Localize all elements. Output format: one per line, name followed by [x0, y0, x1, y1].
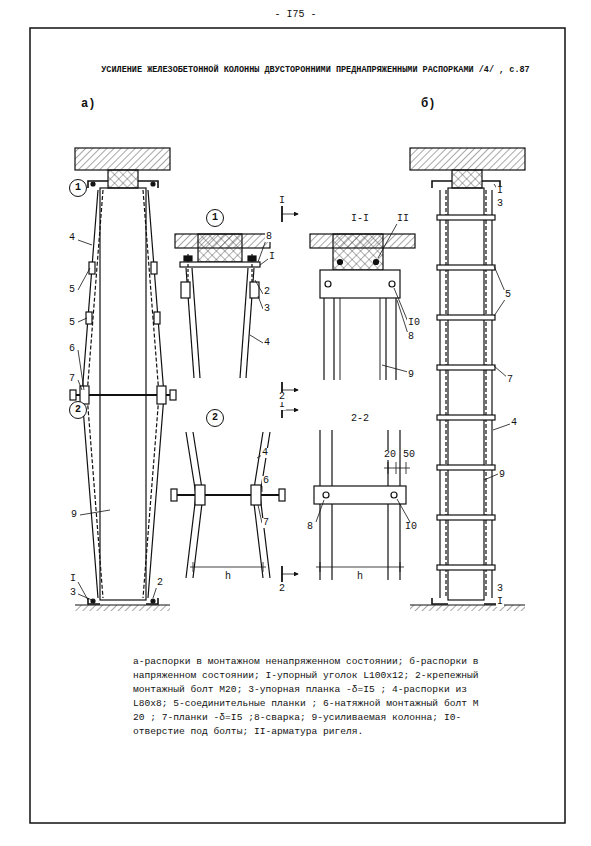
detail-1: [175, 206, 298, 398]
callout-number: 6: [262, 476, 270, 486]
callout-circle: 1: [69, 179, 87, 197]
callout-number: 1: [75, 183, 81, 193]
callout-number: 3: [263, 304, 271, 314]
view-a: [70, 148, 176, 611]
callout-number: 2: [212, 413, 218, 423]
callout-number: I-I: [350, 214, 370, 224]
callout-number: 2: [75, 405, 81, 415]
batten-plate: [437, 415, 495, 420]
callout-number: 3: [496, 584, 504, 594]
callout-number: 5: [68, 318, 76, 328]
callout-number: 8: [306, 522, 314, 532]
batten-plate: [437, 515, 495, 520]
page-number: - I75 -: [273, 10, 317, 20]
callout-number: I: [496, 186, 504, 196]
callout-number: 3: [496, 199, 504, 209]
callout-circle: 2: [206, 409, 224, 427]
callout-number: 5: [504, 290, 512, 300]
callout-number: 2: [263, 287, 271, 297]
callout-number: I: [496, 597, 504, 607]
callout-number: 2: [278, 392, 286, 402]
section-1-1: [310, 222, 415, 380]
callout-number: 3: [69, 588, 77, 598]
batten-plate: [437, 365, 495, 370]
callout-number: I0: [407, 318, 421, 328]
callout-number: 50: [402, 450, 416, 460]
callout-number: 8: [265, 232, 273, 242]
page-frame: [30, 28, 565, 823]
callout-number: II: [396, 214, 410, 224]
callout-number: 9: [407, 370, 415, 380]
callout-circle: 2: [69, 401, 87, 419]
callout-number: 1: [212, 213, 218, 223]
callout-number: 4: [68, 233, 76, 243]
title: УСИЛЕНИЕ ЖЕЛЕЗОБЕТОННОЙ КОЛОННЫ ДВУСТОРО…: [101, 66, 529, 75]
callout-number: I: [268, 252, 276, 262]
callout-number: 4: [261, 448, 269, 458]
callout-number: 7: [262, 518, 270, 528]
view-b: [410, 148, 525, 611]
callout-number: 9: [70, 510, 78, 520]
callout-number: I: [278, 196, 286, 206]
batten-plate: [437, 215, 495, 220]
callout-number: 5: [68, 285, 76, 295]
section-2-2: [314, 430, 410, 580]
detail-2: [171, 402, 298, 582]
callout-number: I0: [404, 522, 418, 532]
callout-number: 2: [278, 584, 286, 594]
batten-plate: [437, 265, 495, 270]
callout-number: а): [80, 98, 96, 110]
callout-number: 20: [383, 450, 397, 460]
callout-number: 8: [407, 332, 415, 342]
callout-number: 4: [510, 418, 518, 428]
callout-number: 4: [263, 338, 271, 348]
batten-plate: [437, 565, 495, 570]
callout-number: 9: [498, 470, 506, 480]
callout-number: 6: [68, 344, 76, 354]
caption: а-распорки в монтажном ненапряженном сос…: [133, 655, 483, 738]
callout-number: б): [420, 98, 436, 110]
callout-number: 2-2: [350, 414, 370, 424]
callout-number: 2: [156, 578, 164, 588]
callout-number: h: [356, 572, 364, 582]
batten-plate: [437, 315, 495, 320]
callout-number: 7: [506, 375, 514, 385]
callout-number: I: [69, 574, 77, 584]
callout-number: h: [224, 572, 232, 582]
callout-number: 7: [68, 374, 76, 384]
batten-plate: [437, 465, 495, 470]
callout-circle: 1: [206, 209, 224, 227]
